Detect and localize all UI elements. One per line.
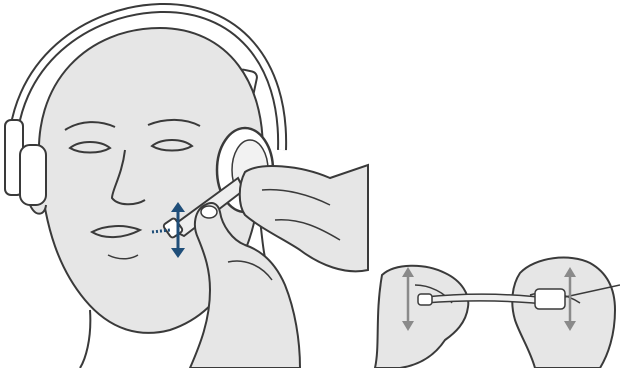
right-hand (512, 258, 615, 368)
boom-bending-illustration (370, 245, 620, 368)
thumb-nail (201, 206, 217, 218)
head-illustration-svg (0, 0, 370, 368)
hands-illustration-svg (370, 245, 620, 368)
left-ear-cushion (20, 145, 46, 205)
headset-fitting-illustration (0, 0, 370, 368)
boom-tip (418, 294, 432, 305)
left-hand (375, 266, 468, 368)
boom-base (535, 289, 565, 309)
